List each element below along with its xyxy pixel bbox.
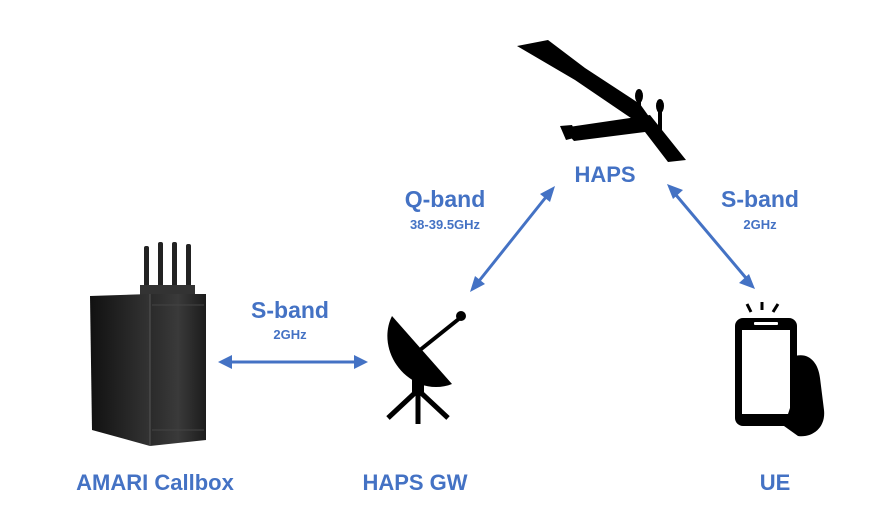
link-arrow-haps-ue	[667, 184, 755, 289]
haps-ue-band-label: S-band	[721, 186, 799, 212]
satellite-dish-icon	[386, 311, 466, 424]
ue-label: UE	[759, 470, 791, 495]
callbox-server-icon	[90, 242, 206, 446]
gw-haps-band-label: Q-band	[404, 186, 486, 212]
haps-label: HAPS	[574, 162, 636, 187]
callbox-label: AMARI Callbox	[76, 470, 234, 495]
haps-ue-freq-label: 2GHz	[743, 217, 777, 232]
solar-aircraft-icon	[517, 40, 686, 162]
callbox-gw-band-label: S-band	[251, 297, 329, 323]
gw-haps-freq-label: 38-39.5GHz	[409, 217, 481, 232]
link-arrow-gw-haps	[470, 186, 555, 292]
smartphone-in-hand-icon	[735, 302, 825, 437]
callbox-gw-freq-label: 2GHz	[273, 327, 307, 342]
link-arrow-callbox-gw	[218, 355, 368, 369]
gateway-label: HAPS GW	[362, 470, 468, 495]
